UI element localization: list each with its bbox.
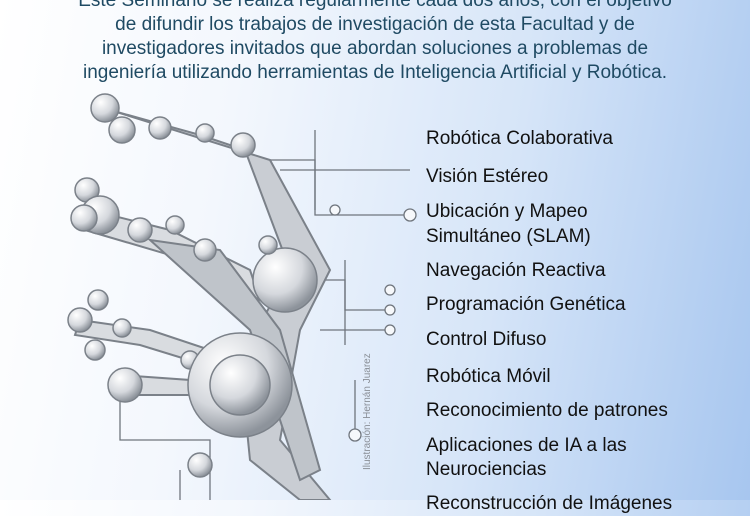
intro-line: ingeniería utilizando herramientas de In… [82,62,668,83]
topic-item: Robótica Colaborativa [426,128,613,149]
topic-item: Visión Estéreo [426,166,549,187]
robot-hand-illustration [67,93,417,500]
topic-item: Neurociencias [426,459,547,480]
intro-line: de difundir los trabajos de investigació… [115,14,635,35]
connector-nodes [329,204,417,442]
topic-item: Simultáneo (SLAM) [426,226,591,247]
intro-line: investigadores invitados que abordan sol… [101,38,649,59]
intro-line: Este Seminario se realiza regularmente c… [78,0,672,11]
topic-item: Reconstrucción de Imágenes [426,493,673,514]
topic-item: Aplicaciones de IA a las [426,435,627,456]
topic-item: Control Difuso [426,329,547,350]
topic-item: Navegación Reactiva [426,260,606,281]
topic-item: Ubicación y Mapeo [426,201,588,222]
topic-item: Reconocimiento de patrones [426,400,668,421]
illustration-credit: Ilustración: Hernán Juarez [362,353,373,470]
topic-item: Robótica Móvil [426,366,551,387]
robot-joints [67,93,318,478]
intro-paragraph: Este Seminario se realiza regularmente c… [0,0,750,85]
topic-item: Programación Genética [426,294,626,315]
